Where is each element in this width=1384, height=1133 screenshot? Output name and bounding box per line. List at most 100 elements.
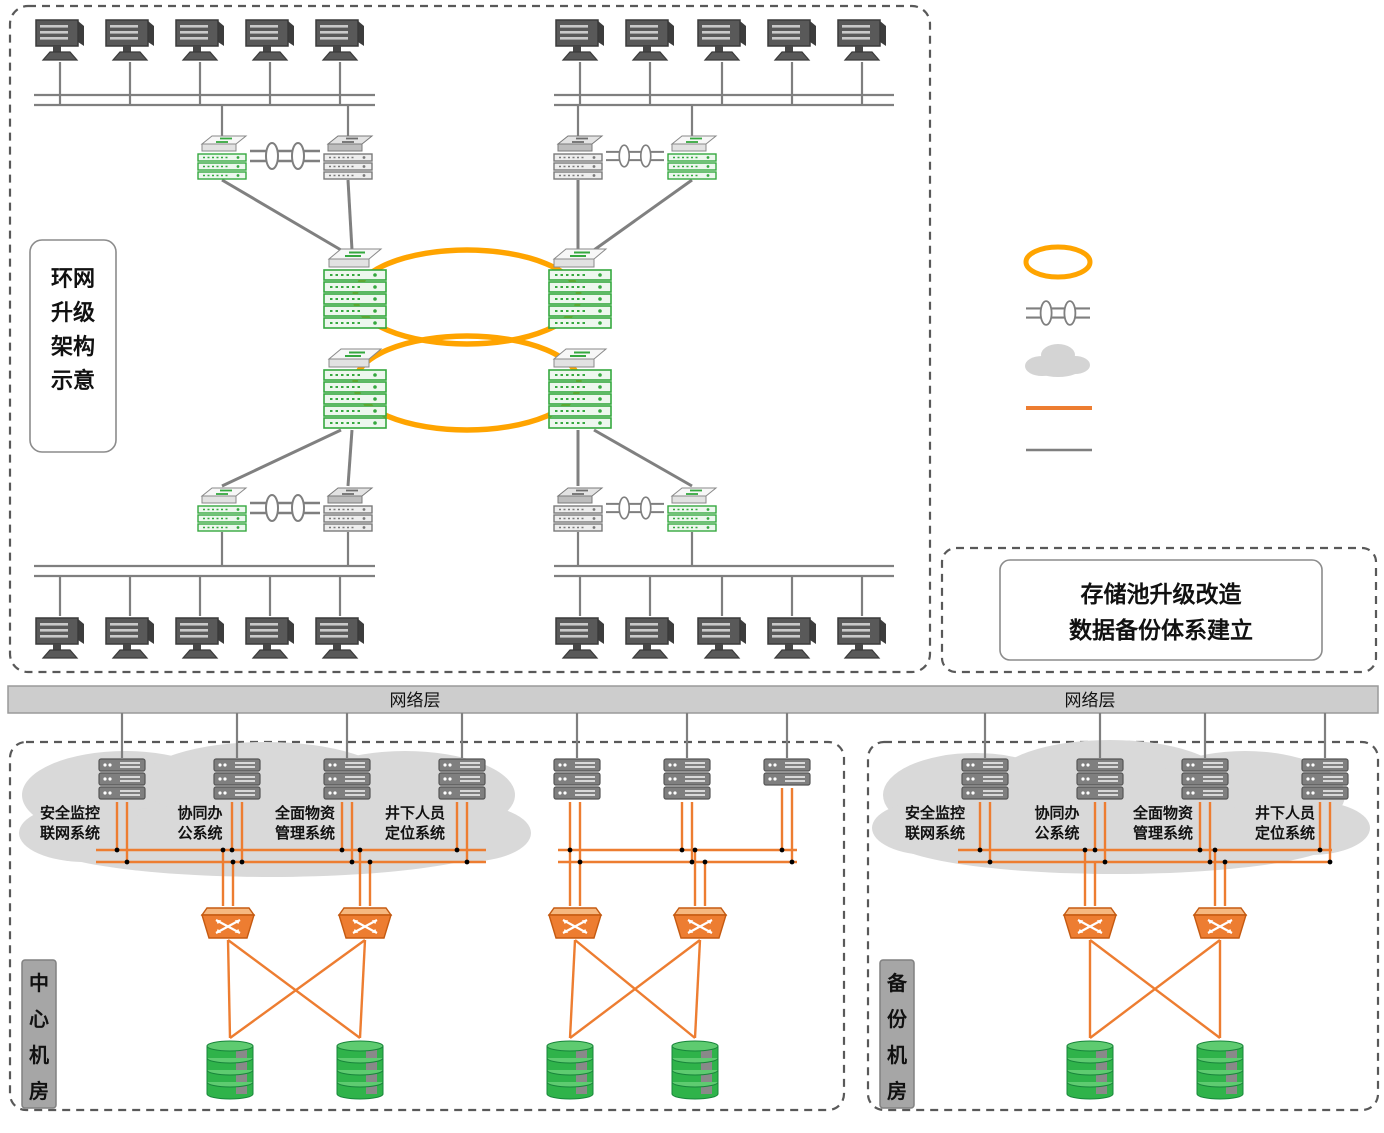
ring-icon bbox=[352, 333, 582, 433]
ring-title-line: 升级 bbox=[51, 300, 95, 325]
ring-title-line: 示意 bbox=[51, 368, 95, 393]
fiber-coupler-icon bbox=[250, 493, 320, 523]
san-switch-icon bbox=[1192, 906, 1248, 940]
server-stack-icon bbox=[1181, 758, 1229, 800]
system-label: 管理系统 bbox=[275, 824, 335, 842]
network-layer-drop-lines bbox=[120, 713, 1327, 758]
terminal-icon bbox=[625, 19, 675, 61]
ring-title-line: 环网 bbox=[51, 266, 95, 291]
storage-note-border bbox=[940, 546, 1378, 674]
san-switch-icon bbox=[200, 906, 256, 940]
cloud-icon bbox=[1025, 344, 1090, 377]
san-switch-icon bbox=[337, 906, 393, 940]
access-switch-green-icon bbox=[197, 135, 247, 180]
disk-array-icon bbox=[671, 1040, 719, 1100]
server-stack-icon bbox=[1301, 758, 1349, 800]
network-layer-label-right: 网络层 bbox=[1065, 691, 1116, 710]
room-tag-backup: 备 份 机 房 bbox=[879, 959, 915, 1109]
storage-note-line2: 数据备份体系建立 bbox=[1069, 617, 1253, 643]
server-stack-icon bbox=[323, 758, 371, 800]
system-label: 公系统 bbox=[177, 824, 222, 842]
ring-section-border bbox=[8, 4, 932, 674]
room-tag-char: 机 bbox=[887, 1043, 907, 1067]
server-stack-icon bbox=[1076, 758, 1124, 800]
ring-title-line: 架构 bbox=[51, 334, 95, 359]
ring-network bbox=[352, 247, 582, 433]
server-stack-icon bbox=[763, 758, 811, 786]
terminal-icon bbox=[35, 617, 85, 659]
terminal-icon bbox=[555, 617, 605, 659]
server-stack-icon bbox=[961, 758, 1009, 800]
terminal-icon bbox=[245, 19, 295, 61]
storage-note-box bbox=[999, 559, 1323, 661]
terminal-icon bbox=[697, 617, 747, 659]
san-switch-icon bbox=[672, 906, 728, 940]
system-label: 联网系统 bbox=[905, 824, 965, 842]
disk-array-icon bbox=[1196, 1040, 1244, 1100]
disk-array-icon bbox=[206, 1040, 254, 1100]
room-tag-char: 心 bbox=[29, 1008, 49, 1031]
terminal-icon bbox=[315, 617, 365, 659]
room-tag-char: 份 bbox=[887, 1007, 908, 1031]
storage-note-line1: 存储池升级改造 bbox=[1081, 581, 1243, 607]
disk-array-icon bbox=[546, 1040, 594, 1100]
terminal-icon bbox=[35, 19, 85, 61]
system-label: 定位系统 bbox=[385, 824, 445, 842]
disk-array-icon bbox=[336, 1040, 384, 1100]
access-switch-gray-icon bbox=[323, 135, 373, 180]
system-labels-left: 安全监控 联网系统 协同办 公系统 全面物资 管理系统 井下人员 定位系统 bbox=[40, 804, 445, 842]
system-label: 协同办 bbox=[1034, 804, 1079, 822]
san-junction-dots bbox=[114, 847, 1333, 865]
system-label: 安全监控 bbox=[905, 804, 965, 822]
room-tag-char: 房 bbox=[887, 1079, 907, 1103]
terminal-icon bbox=[767, 19, 817, 61]
ring-icon bbox=[352, 247, 582, 347]
room-tag-char: 房 bbox=[29, 1079, 49, 1103]
terminal-icon bbox=[625, 617, 675, 659]
core-switch-icon bbox=[323, 348, 387, 429]
server-stack-icon bbox=[663, 758, 711, 800]
central-room-border bbox=[8, 740, 846, 1112]
network-layer-bar bbox=[7, 685, 1379, 714]
terminal-icon bbox=[245, 617, 295, 659]
terminal-icon bbox=[105, 617, 155, 659]
core-switch-icon bbox=[323, 248, 387, 329]
fiber-coupler-icon bbox=[250, 141, 320, 171]
system-label: 联网系统 bbox=[40, 824, 100, 842]
fiber-coupler-icon bbox=[606, 496, 664, 520]
terminal-icon bbox=[175, 617, 225, 659]
ring-network-icon bbox=[1023, 244, 1093, 280]
room-tag-char: 机 bbox=[29, 1043, 49, 1067]
terminal-icon bbox=[837, 19, 887, 61]
access-switch-gray-icon bbox=[323, 487, 373, 532]
system-label: 管理系统 bbox=[1133, 824, 1193, 842]
system-label: 定位系统 bbox=[1255, 824, 1315, 842]
system-label: 井下人员 bbox=[1255, 804, 1315, 822]
terminal-icon bbox=[697, 19, 747, 61]
core-switch-icon bbox=[548, 348, 612, 429]
server-stack-icon bbox=[438, 758, 486, 800]
terminal-icon bbox=[555, 19, 605, 61]
san-switch-icon bbox=[547, 906, 603, 940]
san-cross-links bbox=[226, 939, 1222, 1039]
access-switch-gray-icon bbox=[553, 487, 603, 532]
system-label: 安全监控 bbox=[40, 804, 100, 822]
disk-array-icon bbox=[1066, 1040, 1114, 1100]
core-uplink-lines bbox=[221, 178, 693, 488]
system-labels-right: 安全监控 联网系统 协同办 公系统 全面物资 管理系统 井下人员 定位系统 bbox=[905, 804, 1315, 842]
access-switch-green-icon bbox=[667, 135, 717, 180]
room-tag-central: 中 心 机 房 bbox=[21, 959, 57, 1109]
server-stack-icon bbox=[553, 758, 601, 800]
room-tag-char: 中 bbox=[29, 971, 49, 995]
terminal-icon bbox=[315, 19, 365, 61]
ring-title-box bbox=[29, 239, 117, 453]
system-label: 协同办 bbox=[177, 804, 222, 822]
terminal-icon bbox=[175, 19, 225, 61]
fiber-coupler-icon bbox=[1026, 299, 1090, 327]
san-switch-icon bbox=[1062, 906, 1118, 940]
fiber-coupler-icon bbox=[606, 144, 664, 168]
terminal-icon bbox=[767, 617, 817, 659]
access-switch-gray-icon bbox=[553, 135, 603, 180]
system-label: 公系统 bbox=[1034, 824, 1079, 842]
